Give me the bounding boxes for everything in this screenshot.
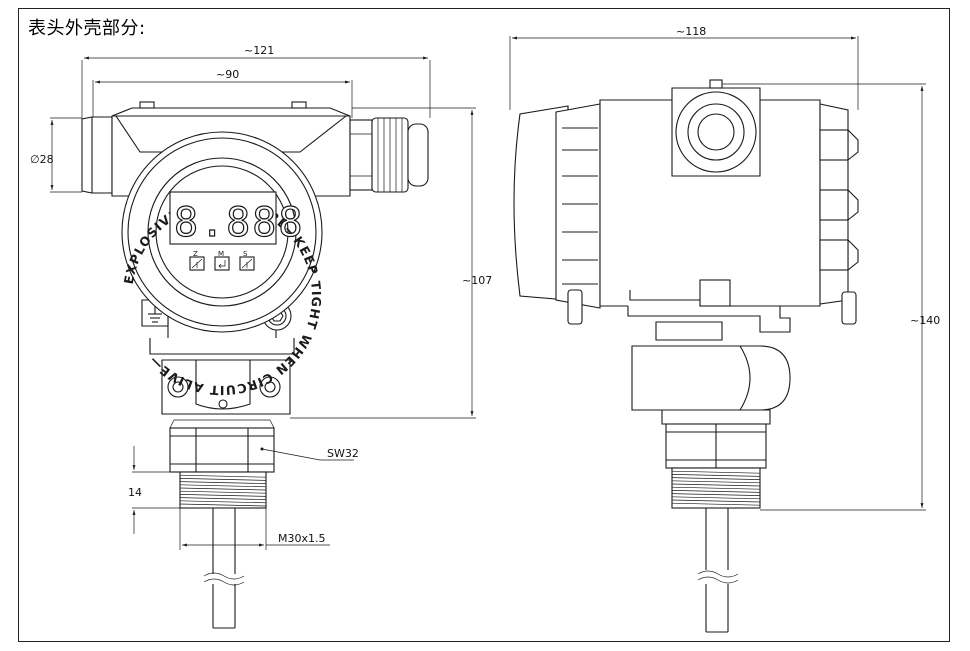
led-display: 8.888 (169, 191, 304, 247)
thread-line (179, 500, 267, 504)
side-cover-fins (555, 103, 601, 325)
cable-gland (349, 117, 429, 193)
dim-hex-size-label: SW32 (327, 447, 359, 460)
side-clamp (699, 279, 731, 307)
thread-line (671, 480, 761, 484)
thread-line (179, 494, 267, 497)
display-digits: 8.888 (174, 200, 304, 246)
thread-lines-front (179, 474, 267, 507)
thread-line (179, 497, 267, 500)
probe-side (697, 508, 739, 633)
dimension-conduit-diameter: ∅28 (30, 117, 82, 193)
housing-lower-body (161, 359, 291, 415)
hex-nut-side (665, 423, 767, 469)
thread-line (179, 474, 267, 478)
thread-line (671, 477, 761, 480)
dimension-overall-width-side: ~118 (509, 25, 859, 110)
drawing-heading: 表头外壳部分: (28, 18, 146, 39)
thread-line (179, 490, 267, 494)
thread-line (671, 470, 761, 474)
dim-overall-width-front-label: ~121 (244, 44, 274, 57)
front-view: ~121 ~90 ∅28 ~107 (30, 44, 492, 629)
conduit-stub-left (81, 116, 113, 194)
dim-thread-length-label: 14 (128, 486, 142, 499)
side-rear-cover (819, 103, 859, 325)
thread-line (671, 483, 761, 487)
top-screw-left (139, 101, 155, 109)
thread-line (179, 503, 267, 507)
neck-flange (149, 338, 295, 355)
dimension-thread: M30x1.5 (179, 508, 330, 550)
thread-line (671, 499, 761, 503)
hex-nut-front (169, 419, 275, 473)
side-view: ~118 ~140 (509, 25, 940, 633)
key-mode-label: M (218, 250, 224, 258)
key-span-label: S (243, 250, 248, 258)
thread-line (671, 490, 761, 493)
dimension-overall-width-front: ~121 (81, 44, 431, 118)
keypad: Z M S (189, 250, 255, 271)
thread-line (179, 478, 267, 481)
dim-height-side-label: ~140 (910, 314, 940, 327)
thread-line (671, 502, 761, 506)
key-zero-label: Z (193, 250, 198, 258)
thread-lines-side (671, 470, 761, 506)
side-conduit-entry (671, 79, 761, 177)
side-neck (627, 290, 791, 333)
dim-height-front-label: ~107 (462, 274, 492, 287)
dimension-hex-size: SW32 (260, 447, 359, 461)
thread-line (179, 487, 267, 491)
thread-line (671, 496, 761, 500)
key-mode-icon (214, 256, 230, 271)
thread-line (671, 486, 761, 490)
dim-thread-label: M30x1.5 (278, 532, 326, 545)
dim-head-width-label: ~90 (216, 68, 239, 81)
dimension-height-side: ~140 (712, 83, 940, 511)
dimension-head-width: ~90 (92, 68, 353, 118)
dimension-thread-length: 14 (128, 446, 180, 534)
side-front-cover (513, 105, 569, 301)
thread-line (179, 484, 267, 488)
thread-line (671, 493, 761, 496)
vent-hole (218, 399, 228, 409)
dim-conduit-diameter-label: ∅28 (30, 153, 54, 166)
thread-line (179, 481, 267, 484)
dim-overall-width-side-label: ~118 (676, 25, 706, 38)
side-lower-body (631, 345, 791, 411)
thread-line (671, 474, 761, 477)
dimension-height-front: ~107 (290, 107, 492, 419)
probe-front (203, 508, 245, 629)
top-screw-right (291, 101, 307, 109)
mount-hole-right (259, 376, 281, 398)
mount-hole-left (167, 376, 189, 398)
